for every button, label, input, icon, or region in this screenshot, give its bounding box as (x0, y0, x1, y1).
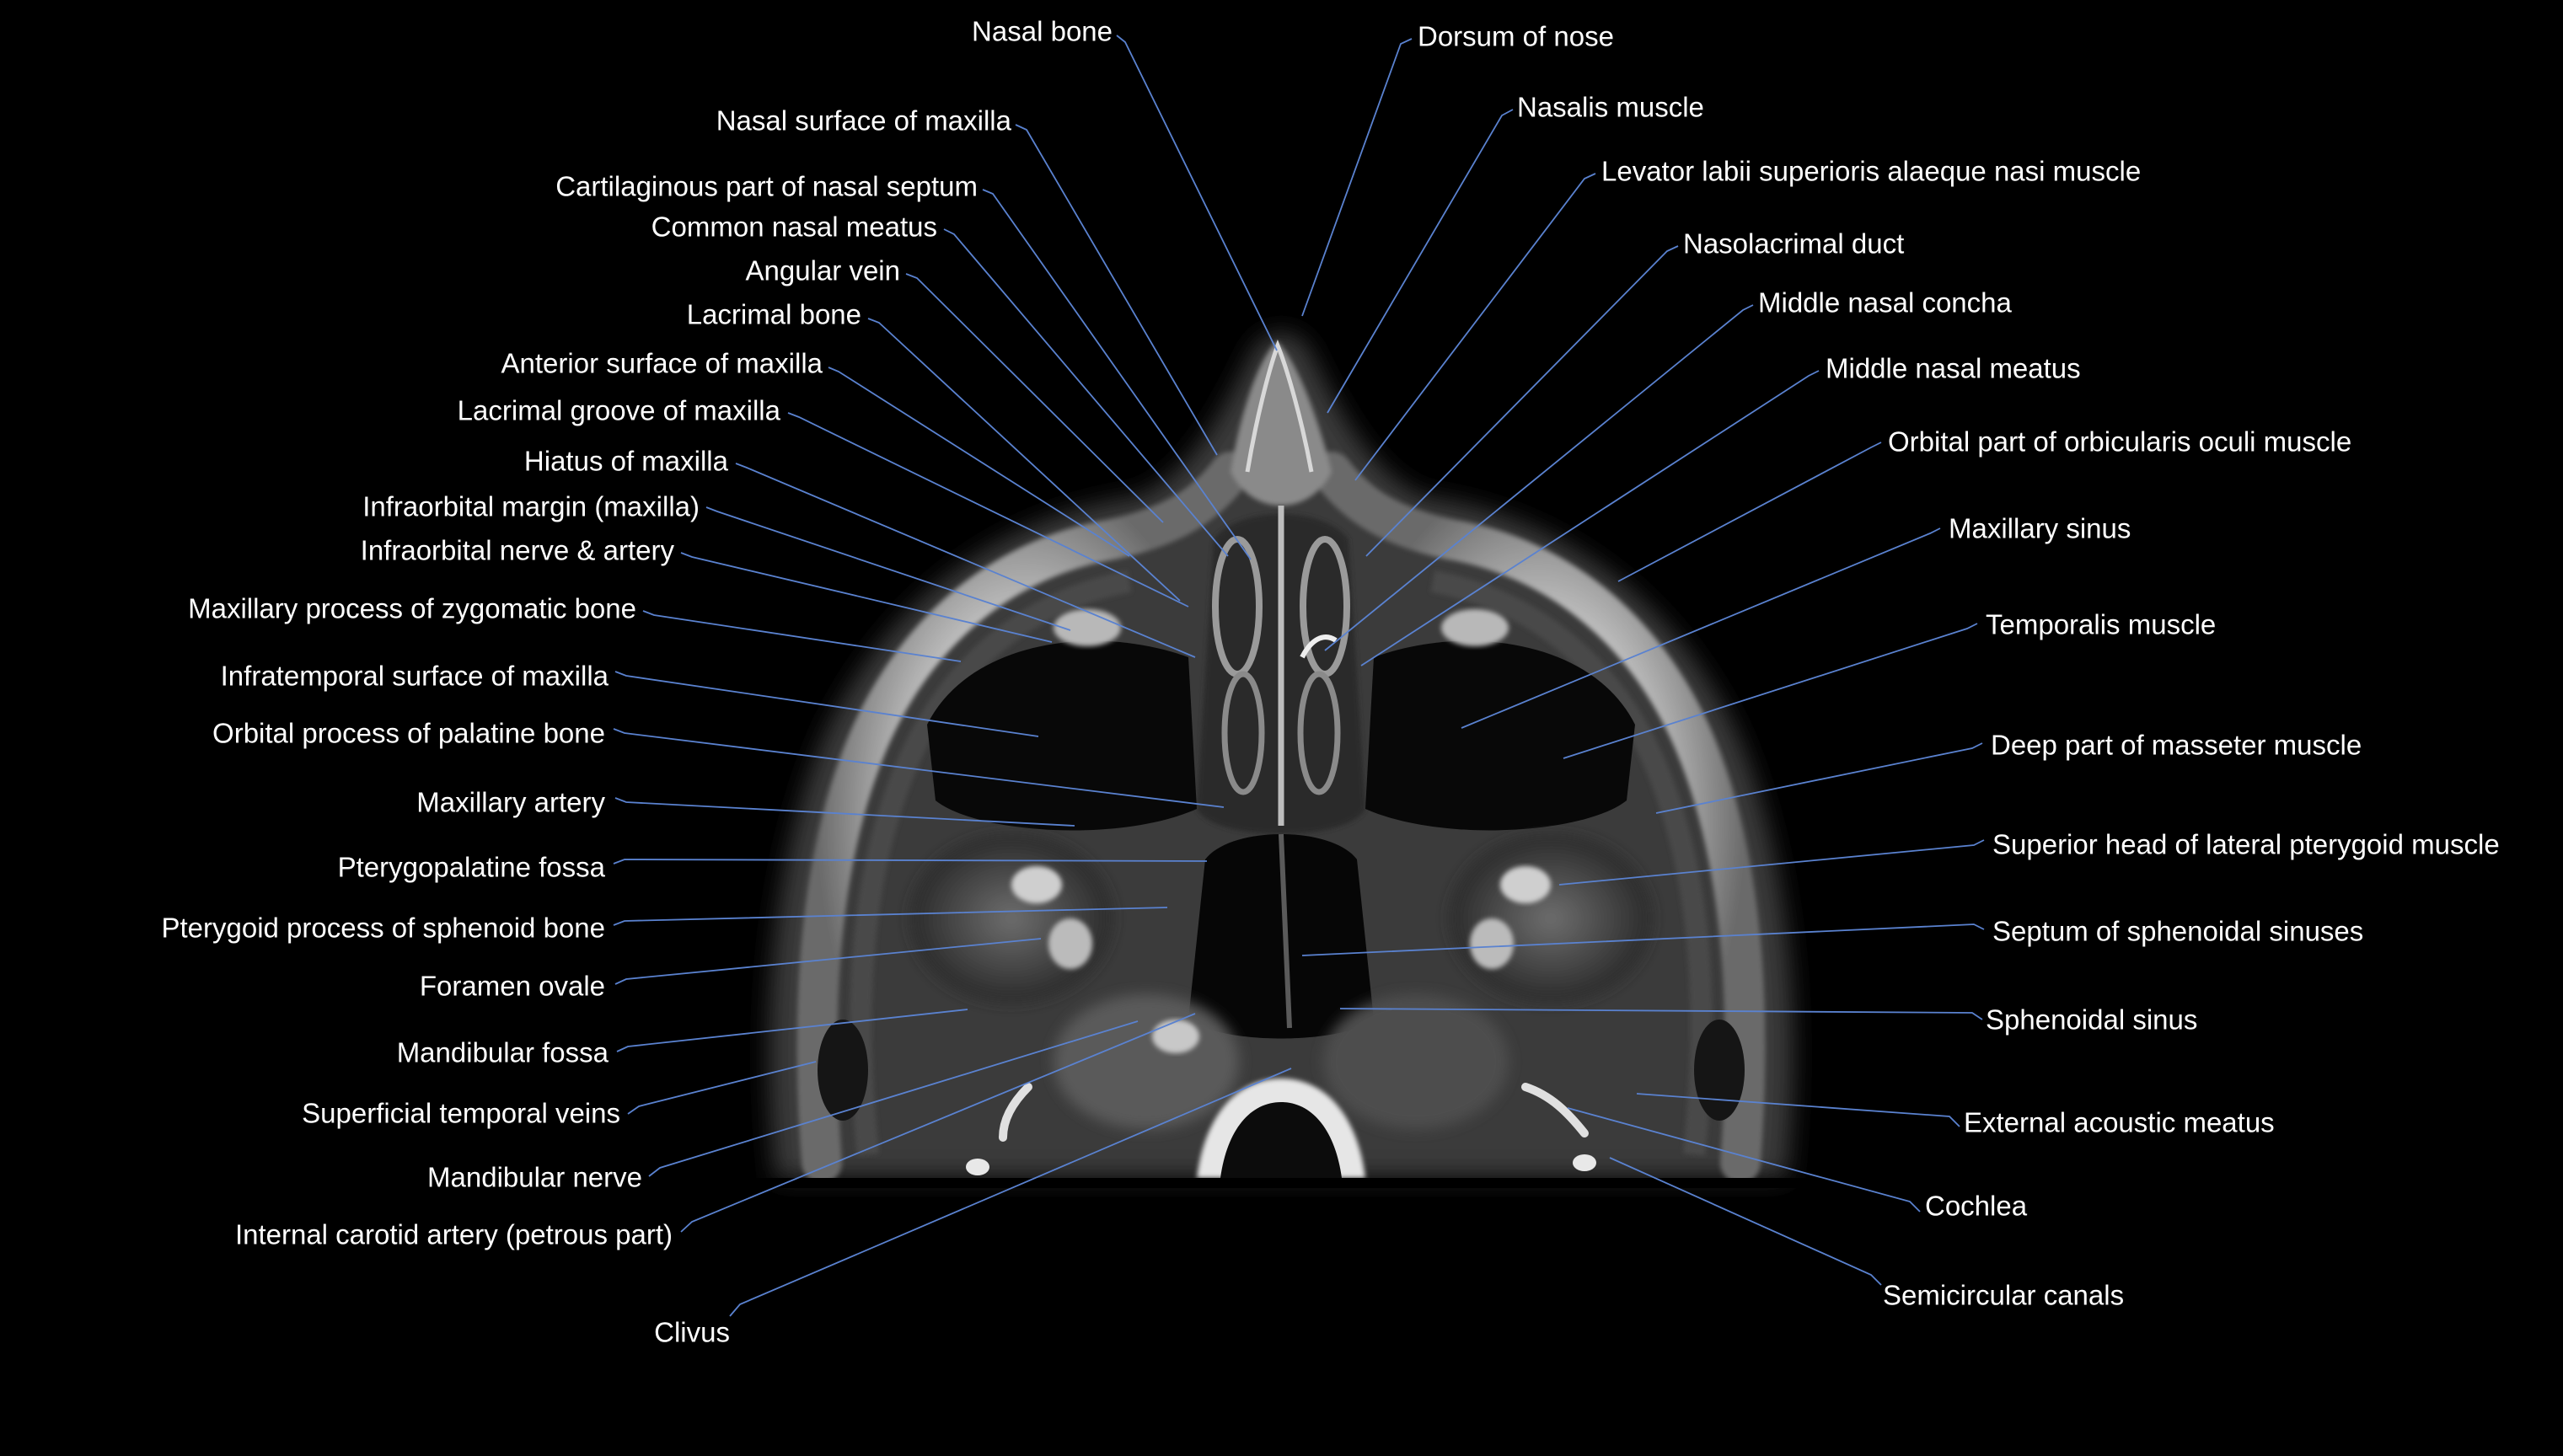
label-dorsum-of-nose: Dorsum of nose (1418, 21, 1614, 52)
label-nasal-surface-of-maxilla: Nasal surface of maxilla (716, 105, 1012, 136)
leader-middle-nasal-concha (1324, 304, 1754, 651)
label-orbital-process-of-palatine: Orbital process of palatine bone (212, 718, 605, 749)
label-levator-labii: Levator labii superioris alaeque nasi mu… (1601, 156, 2141, 187)
label-pterygoid-process: Pterygoid process of sphenoid bone (161, 913, 605, 944)
label-clivus: Clivus (654, 1317, 730, 1348)
leader-angular-vein (905, 273, 1164, 523)
label-superficial-temporal-veins: Superficial temporal veins (302, 1098, 620, 1129)
leader-pterygopalatine-fossa (613, 859, 1208, 864)
leader-clivus (729, 1068, 1292, 1317)
label-angular-vein: Angular vein (746, 255, 900, 286)
label-middle-nasal-concha: Middle nasal concha (1758, 287, 2012, 318)
label-mandibular-nerve: Mandibular nerve (427, 1162, 642, 1193)
mri-axial-slice (742, 333, 1820, 1188)
label-cartilaginous-part-of-nasal-septum: Cartilaginous part of nasal septum (555, 171, 978, 202)
anatomy-labels: Nasal bone Dorsum of nose Nasal surface … (161, 16, 2499, 1348)
leader-lacrimal-bone (867, 318, 1181, 602)
leader-orbital-process-of-palatine (613, 728, 1225, 808)
leader-semicircular-canals (1609, 1157, 1882, 1286)
leader-nasal-surface-of-maxilla (1015, 124, 1218, 456)
leader-dorsum-of-nose (1301, 38, 1413, 317)
leader-nasalis-muscle (1327, 109, 1514, 414)
leader-internal-carotid-petrous (680, 1013, 1196, 1233)
leader-mandibular-nerve (648, 1020, 1139, 1177)
leader-nasolacrimal-duct (1365, 245, 1679, 557)
label-hiatus-of-maxilla: Hiatus of maxilla (524, 446, 729, 477)
leader-middle-nasal-meatus (1360, 370, 1820, 666)
leader-common-nasal-meatus (943, 228, 1229, 557)
label-anterior-surface-of-maxilla: Anterior surface of maxilla (501, 348, 823, 379)
label-mandibular-fossa: Mandibular fossa (397, 1037, 609, 1068)
leader-anterior-surface-of-maxilla (828, 367, 1130, 557)
label-middle-nasal-meatus: Middle nasal meatus (1826, 353, 2081, 384)
leader-maxillary-artery (614, 797, 1075, 827)
leader-nasal-bone (1116, 35, 1278, 351)
label-pterygopalatine-fossa: Pterygopalatine fossa (338, 852, 606, 883)
leader-infraorbital-nerve-artery (680, 552, 1053, 643)
leader-levator-labii (1354, 173, 1596, 481)
label-lacrimal-bone: Lacrimal bone (687, 299, 861, 330)
leader-maxillary-process-of-zygomatic (642, 610, 962, 662)
label-external-acoustic-meatus: External acoustic meatus (1964, 1107, 2275, 1138)
label-semicircular-canals: Semicircular canals (1883, 1280, 2124, 1311)
label-infratemporal-surface-of-maxilla: Infratemporal surface of maxilla (221, 661, 609, 692)
label-septum-of-sphenoidal-sinuses: Septum of sphenoidal sinuses (1992, 916, 2363, 947)
leader-cochlea (1567, 1107, 1921, 1212)
label-maxillary-sinus: Maxillary sinus (1949, 513, 2131, 544)
label-maxillary-process-of-zygomatic: Maxillary process of zygomatic bone (188, 593, 636, 624)
leader-pterygoid-process (613, 907, 1168, 926)
leader-foramen-ovale (614, 938, 1042, 985)
label-foramen-ovale: Foramen ovale (420, 971, 605, 1002)
leader-temporalis-muscle (1563, 623, 1978, 759)
leader-hiatus-of-maxilla (735, 463, 1196, 658)
leader-maxillary-sinus (1461, 527, 1941, 729)
label-internal-carotid-petrous: Internal carotid artery (petrous part) (235, 1219, 673, 1250)
label-nasolacrimal-duct: Nasolacrimal duct (1683, 228, 1904, 260)
label-temporalis-muscle: Temporalis muscle (1986, 609, 2216, 640)
leader-deep-part-of-masseter (1655, 742, 1983, 814)
label-common-nasal-meatus: Common nasal meatus (651, 211, 937, 243)
leader-septum-of-sphenoidal-sinuses (1301, 923, 1985, 956)
label-cochlea: Cochlea (1925, 1191, 2028, 1222)
label-lacrimal-groove-of-maxilla: Lacrimal groove of maxilla (458, 395, 781, 426)
label-infraorbital-margin: Infraorbital margin (maxilla) (362, 491, 700, 522)
leader-superficial-temporal-veins (627, 1061, 817, 1115)
label-superior-head-lateral-pterygoid: Superior head of lateral pterygoid muscl… (1992, 829, 2500, 860)
leader-sphenoidal-sinus (1339, 1008, 1983, 1020)
leader-mandibular-fossa (616, 1009, 968, 1052)
leader-infraorbital-margin (705, 506, 1071, 631)
label-orbital-part-of-orbicularis-oculi: Orbital part of orbicularis oculi muscle (1888, 426, 2351, 458)
label-nasalis-muscle: Nasalis muscle (1517, 92, 1704, 123)
label-infraorbital-nerve-artery: Infraorbital nerve & artery (361, 535, 675, 566)
label-nasal-bone: Nasal bone (972, 16, 1113, 47)
label-maxillary-artery: Maxillary artery (416, 787, 605, 818)
label-sphenoidal-sinus: Sphenoidal sinus (1986, 1004, 2197, 1036)
leader-orbital-part-of-orbicularis-oculi (1617, 442, 1882, 582)
leader-lacrimal-groove-of-maxilla (787, 412, 1189, 608)
leader-infratemporal-surface-of-maxilla (614, 671, 1039, 737)
leader-lines (613, 35, 1985, 1317)
leader-cartilaginous-part-of-nasal-septum (982, 189, 1252, 560)
label-deep-part-of-masseter: Deep part of masseter muscle (1991, 730, 2362, 761)
leader-superior-head-lateral-pterygoid (1558, 839, 1985, 886)
leader-external-acoustic-meatus (1636, 1093, 1960, 1127)
